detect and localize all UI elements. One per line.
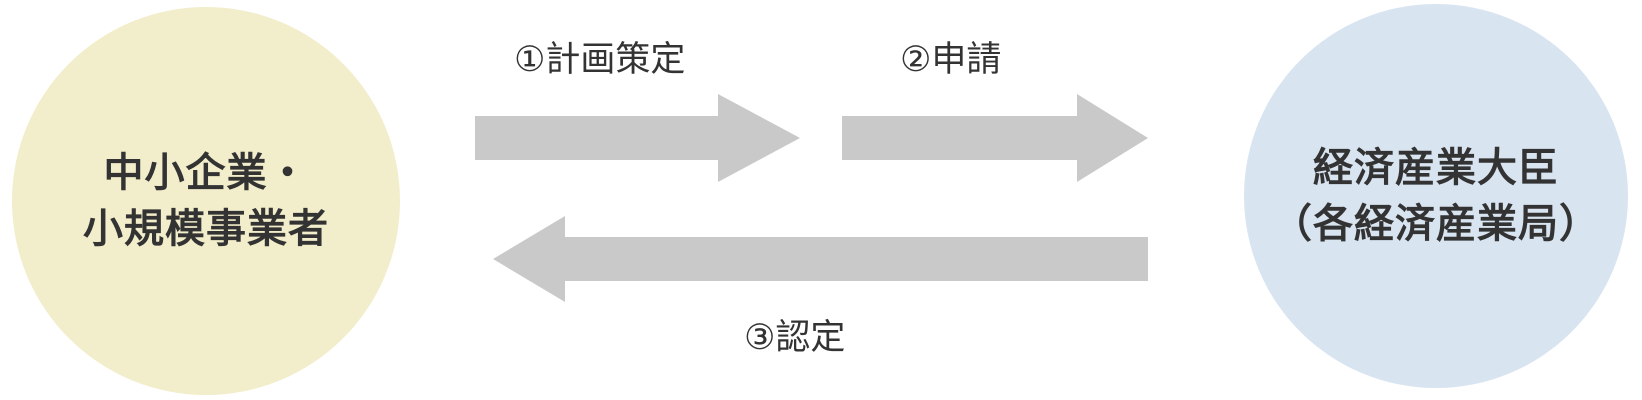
arrow-head — [493, 216, 565, 302]
meti-minister-circle-label-line1: 経済産業大臣 — [1313, 146, 1559, 190]
meti-minister-circle-label: 経済産業大臣 （各経済産業局） — [1272, 140, 1600, 252]
sme-circle-label: 中小企業・ 小規模事業者 — [83, 145, 329, 257]
step3-certify-label: ③認定 — [744, 318, 846, 357]
sme-circle-label-line1: 中小企業・ — [103, 151, 309, 195]
arrow-shaft — [565, 237, 1148, 281]
arrow-shaft — [842, 116, 1077, 160]
step1-plan-label: ①計画策定 — [514, 40, 686, 79]
right-arrow-icon — [842, 94, 1148, 182]
sme-circle: 中小企業・ 小規模事業者 — [12, 7, 400, 395]
arrow-shaft — [475, 116, 718, 160]
step2-apply-label: ②申請 — [900, 40, 1002, 79]
right-arrow-icon — [475, 94, 800, 182]
sme-circle-label-line2: 小規模事業者 — [83, 207, 329, 251]
arrow-head — [1077, 94, 1148, 182]
meti-minister-circle: 経済産業大臣 （各経済産業局） — [1244, 4, 1628, 388]
meti-minister-circle-label-line2: （各経済産業局） — [1272, 202, 1600, 246]
arrow-head — [718, 94, 800, 182]
left-arrow-icon — [493, 216, 1148, 302]
